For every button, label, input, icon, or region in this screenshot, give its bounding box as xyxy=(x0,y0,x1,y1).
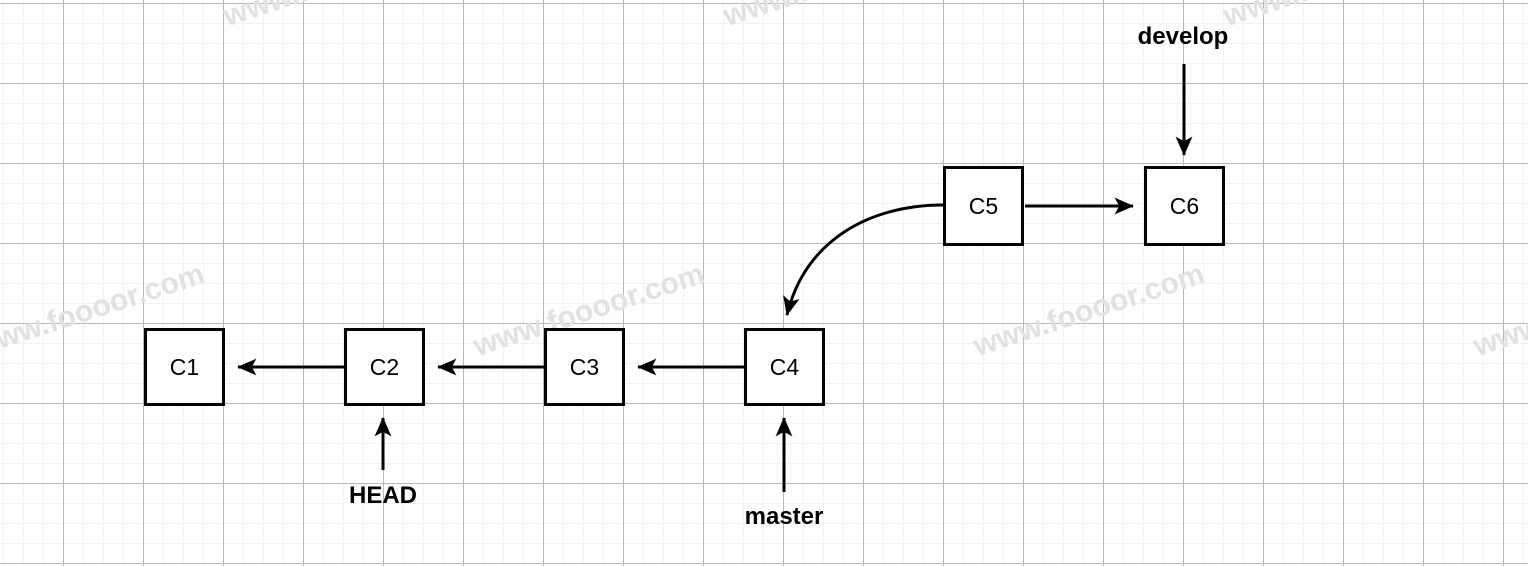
commit-node-c4[interactable]: C4 xyxy=(744,328,825,406)
commit-node-c2[interactable]: C2 xyxy=(344,328,425,406)
ref-label-develop[interactable]: develop xyxy=(1137,23,1229,50)
edge-c5-to-c4 xyxy=(783,203,944,316)
commit-node-c6[interactable]: C6 xyxy=(1144,166,1225,246)
commit-node-c3[interactable]: C3 xyxy=(544,328,625,406)
commit-node-c5[interactable]: C5 xyxy=(943,166,1024,246)
ref-label-master[interactable]: master xyxy=(744,503,824,530)
ref-label-head[interactable]: HEAD xyxy=(348,482,418,509)
commit-node-c1[interactable]: C1 xyxy=(144,328,225,406)
